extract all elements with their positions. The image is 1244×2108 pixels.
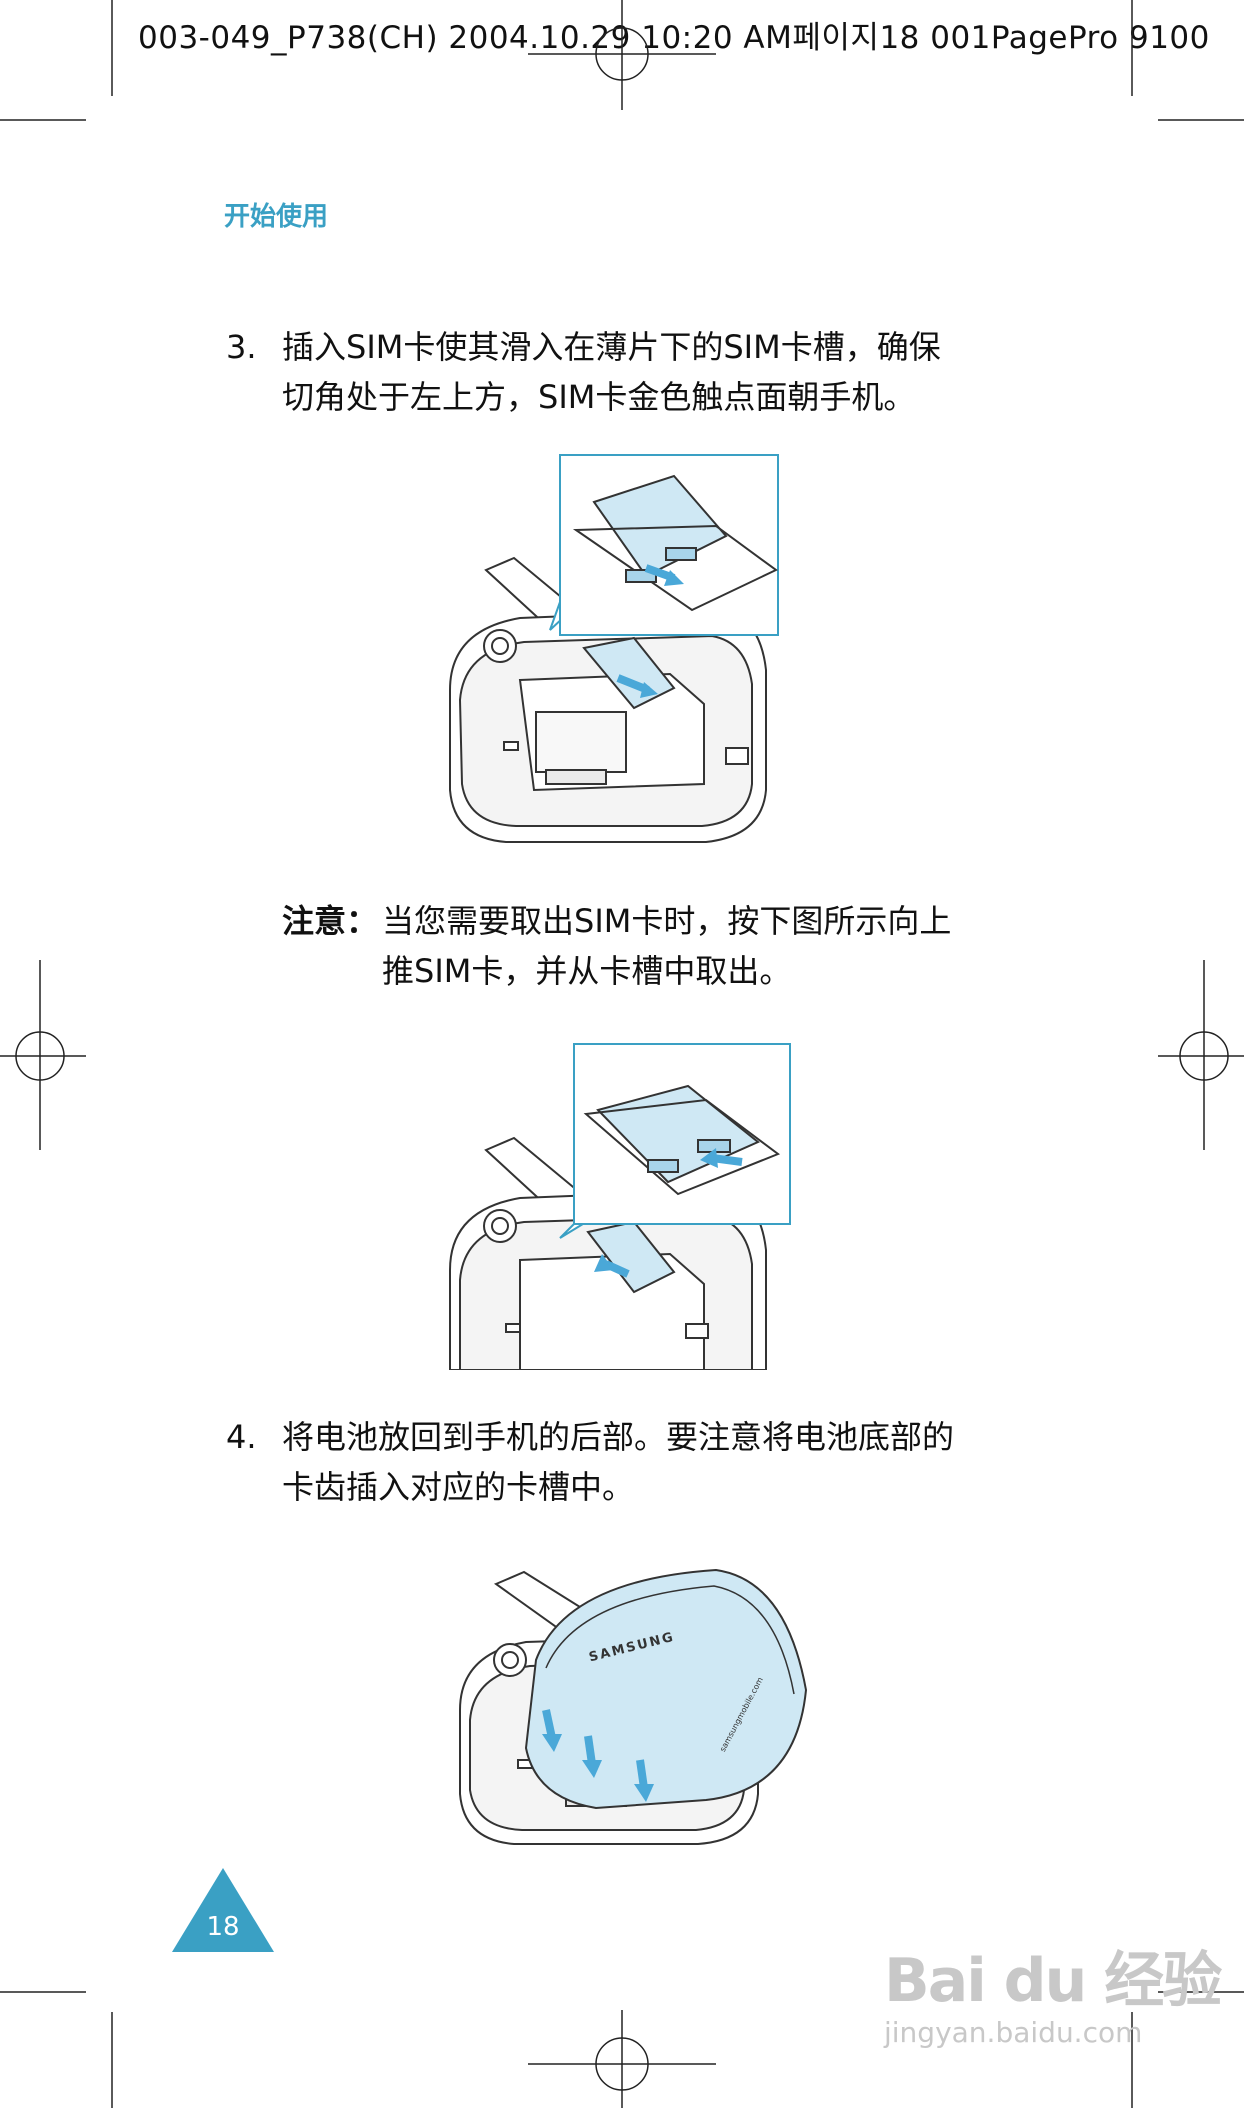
watermark-url: jingyan.baidu.com xyxy=(884,2016,1143,2049)
note-label: 注意： xyxy=(282,902,379,940)
step-3-paragraph: 3. 插入SIM卡使其滑入在薄片下的SIM卡槽，确保 切角处于左上方，SIM卡金… xyxy=(226,322,1026,422)
step-3-line-2: 切角处于左上方，SIM卡金色触点面朝手机。 xyxy=(282,378,916,416)
step-3-line-1: 插入SIM卡使其滑入在薄片下的SIM卡槽，确保 xyxy=(282,328,941,366)
page-number: 18 xyxy=(206,1912,240,1942)
step-4-line-2: 卡齿插入对应的卡槽中。 xyxy=(282,1468,635,1506)
printer-slug-line: 003-049_P738(CH) 2004.10.29 10:20 AM페이지1… xyxy=(138,20,1210,56)
note-paragraph: 注意： 当您需要取出SIM卡时，按下图所示向上 推SIM卡，并从卡槽中取出。 xyxy=(282,896,1022,996)
note-line-1: 当您需要取出SIM卡时，按下图所示向上 xyxy=(382,902,952,940)
step-3-number: 3. xyxy=(226,328,257,366)
watermark-brand: Bai du 经验 xyxy=(884,1946,1222,2016)
battery-install-figure: SAMSUNG samsungmobile.com xyxy=(436,1560,816,1860)
battery-install-illustration xyxy=(459,1568,808,1845)
page-number-badge: 18 xyxy=(172,1868,274,1952)
baidu-jingyan-watermark: Bai du 经验 jingyan.baidu.com xyxy=(884,1920,1222,2070)
step-4-number: 4. xyxy=(226,1418,257,1456)
step-4-line-1: 将电池放回到手机的后部。要注意将电池底部的 xyxy=(282,1418,955,1456)
sim-insert-illustration xyxy=(449,454,779,843)
note-line-2: 推SIM卡，并从卡槽中取出。 xyxy=(382,952,792,990)
section-title: 开始使用 xyxy=(224,202,329,232)
step-4-paragraph: 4. 将电池放回到手机的后部。要注意将电池底部的 卡齿插入对应的卡槽中。 xyxy=(226,1412,1026,1512)
sim-removal-illustration xyxy=(449,1043,791,1370)
